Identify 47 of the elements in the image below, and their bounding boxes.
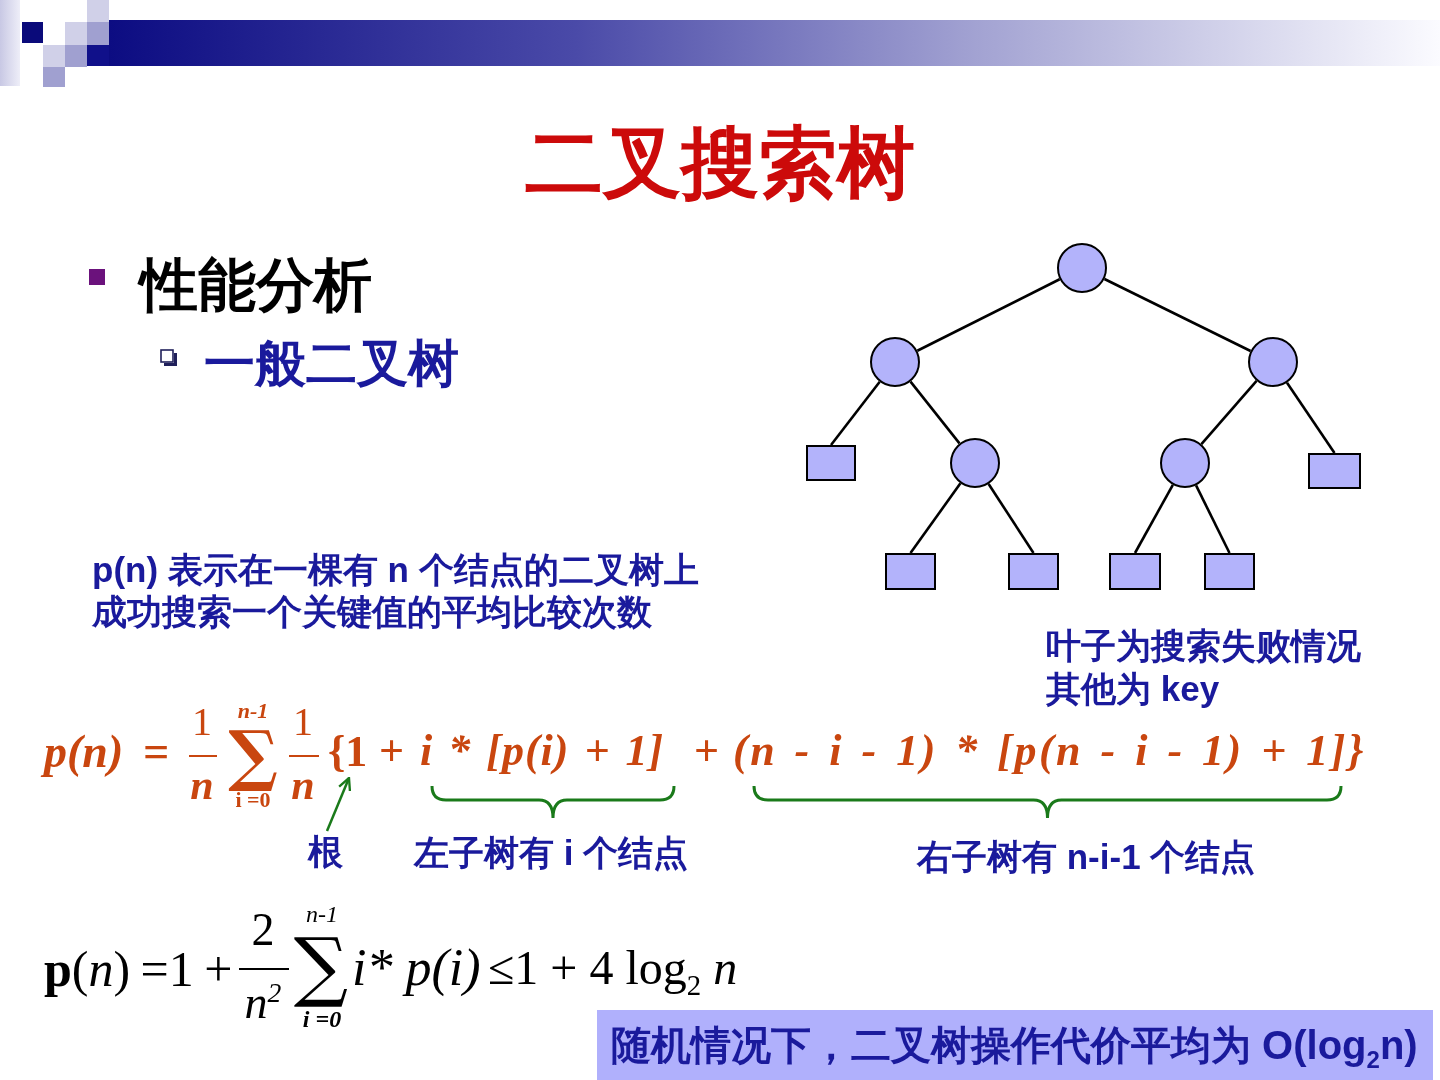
fraction-denominator: n — [189, 761, 215, 810]
tree-node — [1160, 438, 1210, 488]
formula-term: i * [p(i) + 1] — [420, 725, 665, 777]
tree-edge — [1133, 484, 1174, 554]
leader-arrow — [325, 776, 352, 832]
tree-edge — [909, 380, 961, 445]
fraction-numerator: 1 — [292, 698, 314, 746]
tree-node — [1248, 337, 1298, 387]
tree-edge — [1200, 380, 1258, 445]
slide-title: 二叉搜索树 — [524, 118, 916, 209]
summary-text: 随机情况下，二叉树操作代价平均为 O(log$_{2}$n) — [611, 1022, 1418, 1069]
description-text: p(n) 表示在一棵有 n 个结点的二叉树上成功搜索一个关键值的平均比较次数 — [92, 549, 700, 633]
tree-edge — [1194, 484, 1231, 554]
formula-term: p(n) =1 + — [44, 940, 233, 999]
formula-term: + — [694, 725, 720, 777]
summary-banner — [597, 1010, 1433, 1080]
leaf-node — [1008, 553, 1059, 590]
note-text: 其他为 key — [1046, 668, 1220, 710]
leaf-node — [1109, 553, 1161, 590]
formula-term: i* p(i) — [352, 938, 481, 998]
fraction-numerator: 2 — [250, 903, 276, 957]
summation-limit: n-1 — [236, 698, 270, 724]
leaf-node — [1308, 453, 1361, 489]
brace-label: 右子树有 n-i-1 个结点 — [917, 836, 1256, 878]
tree-edge — [909, 482, 962, 554]
tree-node — [950, 438, 1000, 488]
formula-term: + — [379, 725, 405, 777]
formula-term: ≤1 + 4 log$_{2}$ n — [488, 940, 738, 997]
leaf-node — [885, 553, 936, 590]
sub-bullet-heading: 一般二叉树 — [204, 334, 459, 394]
brace-label: 左子树有 i 个结点 — [414, 832, 689, 874]
fraction-denominator: n — [290, 761, 316, 810]
tree-edge — [1103, 277, 1252, 353]
fraction-denominator: n$^{2}$ — [243, 975, 283, 1030]
leaf-node — [806, 445, 856, 481]
leaf-node — [1204, 553, 1255, 590]
callout-text: 根 — [308, 831, 346, 873]
note-text: 叶子为搜索失败情况 — [1046, 625, 1361, 667]
tree-node — [870, 337, 920, 387]
tree-node — [1057, 243, 1107, 293]
tree-edge — [1285, 382, 1336, 454]
tree-edge — [987, 483, 1035, 554]
formula-term: {1 — [328, 726, 370, 778]
tree-edge — [829, 381, 881, 446]
fraction-numerator: 1 — [191, 698, 213, 746]
formula-term: (n - i - 1) * [p(n - i - 1) + 1]} — [733, 725, 1366, 777]
tree-edge — [916, 278, 1061, 352]
